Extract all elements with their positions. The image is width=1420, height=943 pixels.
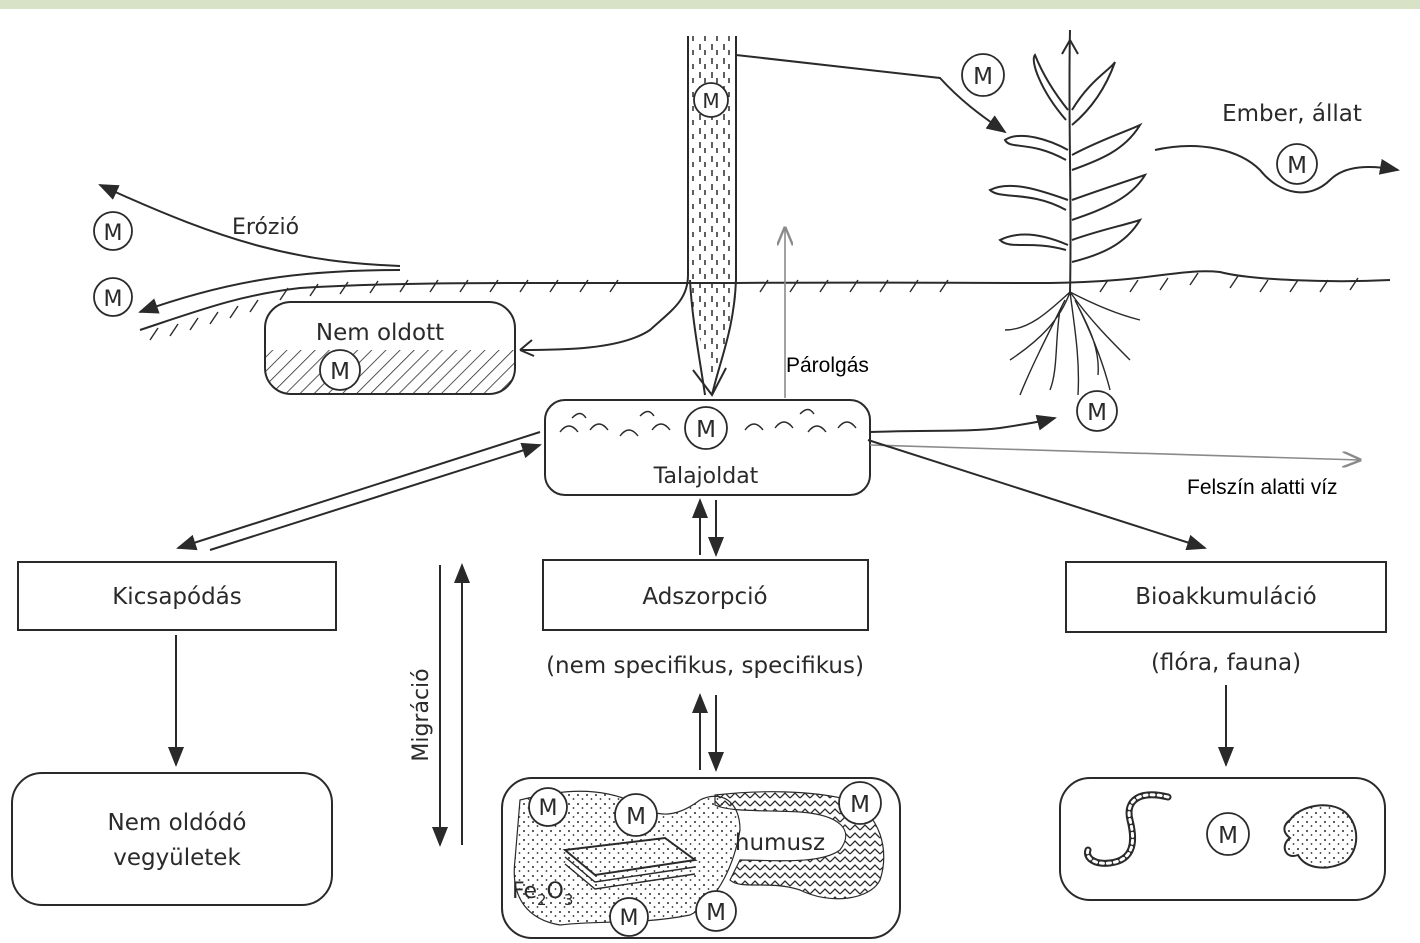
- metal-label: M: [1218, 823, 1238, 849]
- precipitation-arrow: [178, 432, 540, 548]
- metal-label: M: [706, 900, 726, 926]
- insoluble-label-line1: Nem oldódó: [108, 810, 247, 836]
- iron-oxide-sub1: 2: [537, 891, 547, 909]
- metal-label: M: [539, 796, 558, 821]
- erosion-arrows: [100, 185, 400, 312]
- precipitation-label: Kicsapódás: [112, 584, 242, 610]
- erosion-label: Erózió: [232, 215, 299, 240]
- dissolution-arrow: [210, 445, 540, 550]
- metal-label: M: [104, 221, 123, 246]
- iron-oxide-base: Fe: [512, 879, 537, 904]
- adsorption-label: Adszorpció: [642, 584, 767, 610]
- soil-solution-label: Talajoldat: [653, 464, 759, 489]
- plant-illustration: [990, 30, 1145, 395]
- iron-oxide-o: O: [547, 879, 564, 904]
- metal-label: M: [104, 287, 123, 312]
- human-animal-arrow: [1155, 146, 1398, 192]
- bioaccumulation-arrow: [868, 440, 1205, 548]
- undissolved-box: [265, 302, 515, 394]
- metal-label: M: [850, 792, 870, 818]
- evaporation-label: Párolgás: [786, 354, 869, 377]
- human-animal-label: Ember, állat: [1222, 101, 1362, 127]
- metal-label: M: [973, 64, 993, 90]
- metal-label: M: [702, 89, 719, 113]
- root-uptake-arrow: [870, 418, 1055, 432]
- undissolved-label: Nem oldott: [316, 320, 444, 346]
- groundwater-arrow: [870, 445, 1360, 460]
- metal-label: M: [1087, 400, 1107, 426]
- metal-label: M: [330, 359, 350, 385]
- top-color-strip: [0, 0, 1420, 9]
- adsorption-types-label: (nem specifikus, specifikus): [546, 653, 864, 679]
- metal-label: M: [1287, 153, 1307, 179]
- insoluble-label-line2: vegyületek: [113, 845, 241, 871]
- humus-label: humusz: [735, 830, 825, 856]
- iron-oxide-sub2: 3: [564, 891, 574, 909]
- insoluble-compounds-box: [12, 773, 332, 905]
- metal-label: M: [626, 804, 646, 830]
- groundwater-label: Felszín alatti víz: [1187, 476, 1338, 499]
- bioaccumulation-label: Bioakkumuláció: [1135, 584, 1316, 610]
- metal-label: M: [620, 906, 639, 931]
- flora-fauna-label: (flóra, fauna): [1151, 650, 1301, 676]
- migration-label: Migráció: [409, 668, 434, 761]
- rain-column: [520, 36, 1005, 395]
- metal-label: M: [696, 417, 716, 443]
